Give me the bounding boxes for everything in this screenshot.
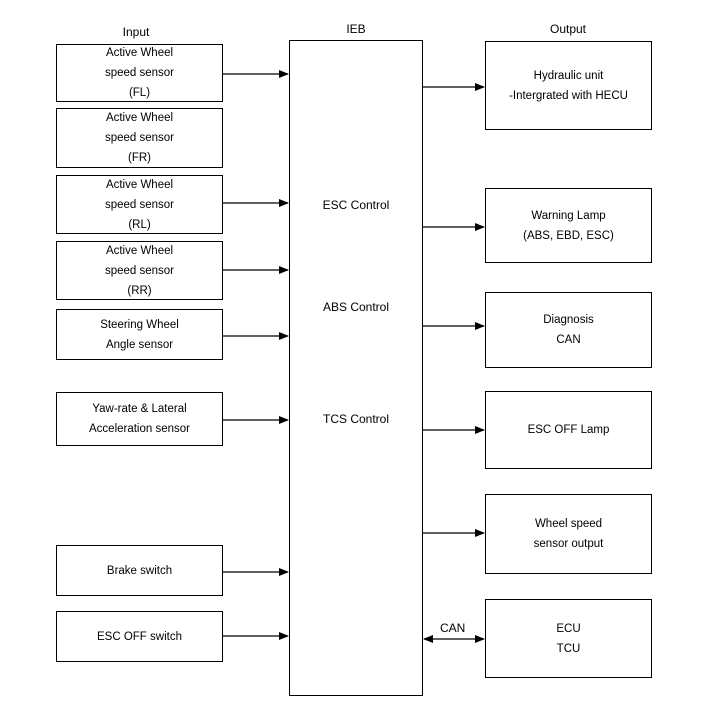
input-box-wheel-rr: Active Wheel speed sensor (RR)	[56, 241, 223, 300]
input-line: speed sensor	[104, 264, 175, 277]
output-line: ESC OFF Lamp	[527, 424, 610, 436]
input-box-esc-off-switch: ESC OFF switch	[56, 611, 223, 662]
output-box-diagnosis: Diagnosis CAN	[485, 292, 652, 368]
input-line: Acceleration sensor	[89, 423, 190, 435]
input-line: ESC OFF switch	[97, 630, 182, 643]
input-box-yaw-rate: Yaw-rate & Lateral Acceleration sensor	[56, 392, 223, 446]
input-box-wheel-fl: Active Wheel speed sensor (FL)	[56, 44, 223, 102]
output-line: (ABS, EBD, ESC)	[523, 229, 614, 242]
output-box-hydraulic-unit: Hydraulic unit -Intergrated with HECU	[485, 41, 652, 130]
output-line: TCU	[556, 642, 581, 655]
input-box-wheel-rl: Active Wheel speed sensor (RL)	[56, 175, 223, 234]
input-line: speed sensor	[104, 132, 175, 144]
input-box-brake-switch: Brake switch	[56, 545, 223, 596]
ieb-header: IEB	[346, 22, 366, 36]
output-line: ECU	[556, 622, 581, 635]
input-line: Brake switch	[106, 564, 173, 577]
input-line: Angle sensor	[105, 338, 174, 351]
input-line: Active Wheel	[105, 244, 174, 257]
input-line: (RL)	[128, 218, 151, 231]
tcs-control-label: TCS Control	[322, 412, 390, 426]
input-line: Yaw-rate & Lateral	[92, 403, 187, 415]
output-line: sensor output	[533, 538, 604, 550]
output-line: Diagnosis	[543, 314, 594, 326]
input-line: (FL)	[128, 87, 151, 99]
input-line: Active Wheel	[105, 112, 174, 124]
output-line: Hydraulic unit	[533, 69, 604, 82]
input-header: Input	[122, 25, 150, 39]
output-header: Output	[549, 22, 587, 36]
input-line: (FR)	[128, 152, 151, 164]
input-line: Steering Wheel	[100, 318, 179, 331]
output-line: Wheel speed	[534, 518, 603, 530]
ieb-block: ESC Control ABS Control TCS Control	[289, 40, 423, 696]
output-line: Warning Lamp	[531, 209, 606, 222]
output-box-warning-lamp: Warning Lamp (ABS, EBD, ESC)	[485, 188, 652, 263]
esc-control-label: ESC Control	[322, 198, 390, 212]
output-box-ecu-tcu: ECU TCU	[485, 599, 652, 678]
input-line: speed sensor	[104, 198, 175, 211]
output-box-esc-off-lamp: ESC OFF Lamp	[485, 391, 652, 469]
output-box-wheel-speed-output: Wheel speed sensor output	[485, 494, 652, 574]
input-line: (RR)	[127, 284, 152, 297]
abs-control-label: ABS Control	[322, 300, 390, 314]
input-box-steering: Steering Wheel Angle sensor	[56, 309, 223, 360]
output-line: -Intergrated with HECU	[509, 89, 628, 102]
can-link-label: CAN	[440, 621, 466, 635]
input-line: speed sensor	[104, 67, 175, 79]
input-line: Active Wheel	[105, 47, 174, 59]
output-line: CAN	[556, 334, 581, 346]
input-line: Active Wheel	[105, 178, 174, 191]
input-box-wheel-fr: Active Wheel speed sensor (FR)	[56, 108, 223, 168]
